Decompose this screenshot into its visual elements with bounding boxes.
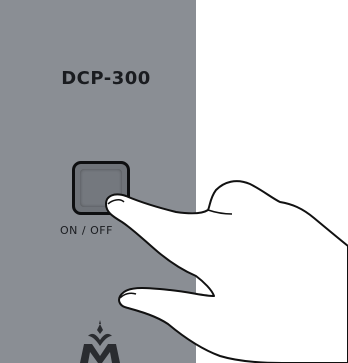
pointing-hand-icon xyxy=(0,0,348,363)
